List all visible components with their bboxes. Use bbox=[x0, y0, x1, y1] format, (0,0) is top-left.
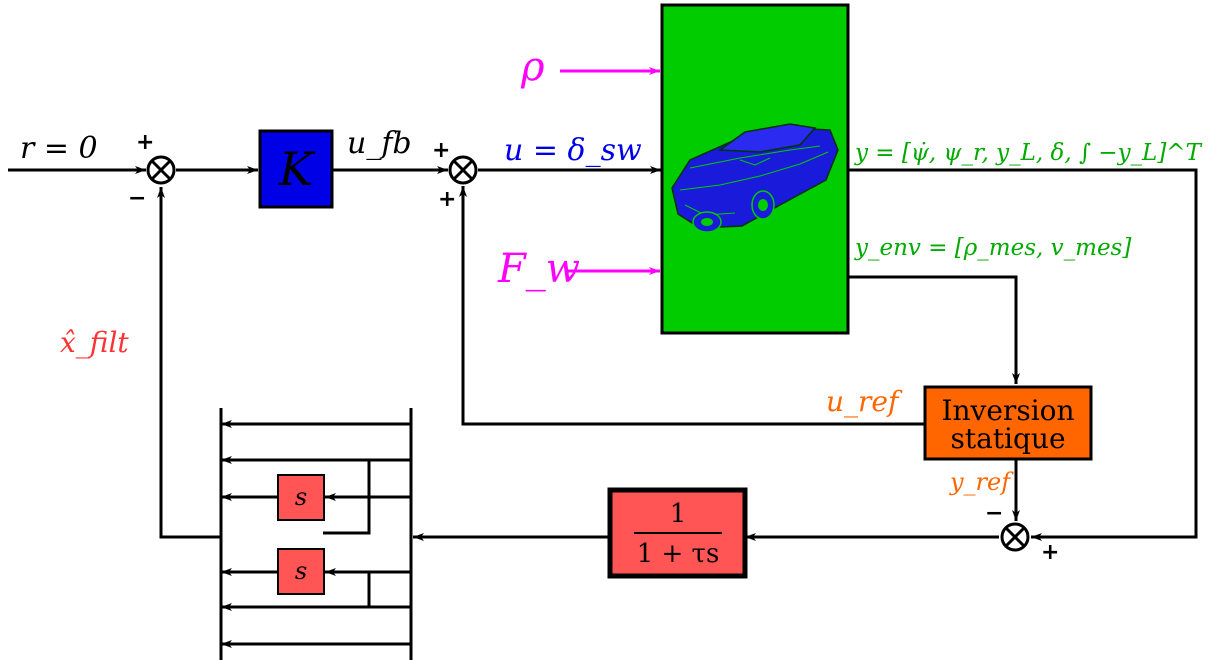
output-wire bbox=[849, 168, 1198, 541]
plant-block bbox=[660, 3, 850, 335]
sum-junction-2 bbox=[448, 155, 478, 185]
env-measure-label: y_env = [ρ_mes, v_mes] bbox=[854, 235, 1131, 261]
y-ref-label: y_ref bbox=[949, 468, 1014, 496]
state-bus bbox=[219, 408, 413, 660]
inversion-box bbox=[923, 385, 1093, 461]
controller-block: K bbox=[258, 129, 334, 209]
output-label: y = [ψ̇, ψ_r, y_L, δ, ∫ −y_L]^T bbox=[854, 140, 1203, 166]
sum1-minus-sign: − bbox=[128, 186, 146, 211]
derivative-label-1: s bbox=[295, 483, 307, 511]
controller-box bbox=[258, 129, 334, 209]
state-feedback-wire bbox=[157, 187, 221, 539]
wind-force-label: F_w bbox=[497, 246, 580, 292]
derivative-box-1 bbox=[277, 474, 325, 521]
sum-junction-1 bbox=[146, 155, 176, 185]
sum1-plus-sign: + bbox=[136, 130, 154, 155]
feedback-control-label: u_fb bbox=[347, 126, 412, 161]
filter-denominator: 1 + τs bbox=[637, 539, 720, 569]
sum-junction-3 bbox=[1000, 522, 1030, 552]
u-ref-label: u_ref bbox=[826, 385, 903, 418]
sum2-plus-bottom-sign: + bbox=[438, 187, 456, 212]
inversion-label-line1: Inversion bbox=[941, 394, 1074, 427]
sum2-plus-top-sign: + bbox=[432, 138, 450, 163]
bus-branch-1a bbox=[323, 460, 371, 535]
car-icon bbox=[671, 123, 839, 233]
sum3-minus-sign: − bbox=[985, 501, 1003, 526]
control-input-label: u = δ_sw bbox=[504, 133, 642, 168]
filter-numerator: 1 bbox=[670, 499, 687, 529]
sum3-plus-sign: + bbox=[1041, 540, 1059, 565]
bus-branch-2 bbox=[325, 568, 371, 607]
u-ref-wire bbox=[459, 186, 924, 426]
state-estimate-label: x̂_filt bbox=[60, 326, 129, 359]
road-curvature-label: ρ bbox=[520, 44, 545, 90]
env-measure-wire bbox=[849, 275, 1020, 384]
filter-block: 1 1 + τs bbox=[607, 487, 748, 579]
signal-wires bbox=[8, 67, 1198, 541]
derivative-box-2 bbox=[277, 548, 325, 595]
controller-label: K bbox=[278, 142, 316, 196]
derivative-block-2: s bbox=[277, 548, 325, 595]
inversion-block: Inversion statique bbox=[923, 385, 1093, 461]
reference-label: r = 0 bbox=[20, 131, 98, 166]
derivative-block-1: s bbox=[277, 474, 325, 521]
derivative-label-2: s bbox=[295, 557, 307, 585]
inversion-label-line2: statique bbox=[950, 422, 1065, 455]
